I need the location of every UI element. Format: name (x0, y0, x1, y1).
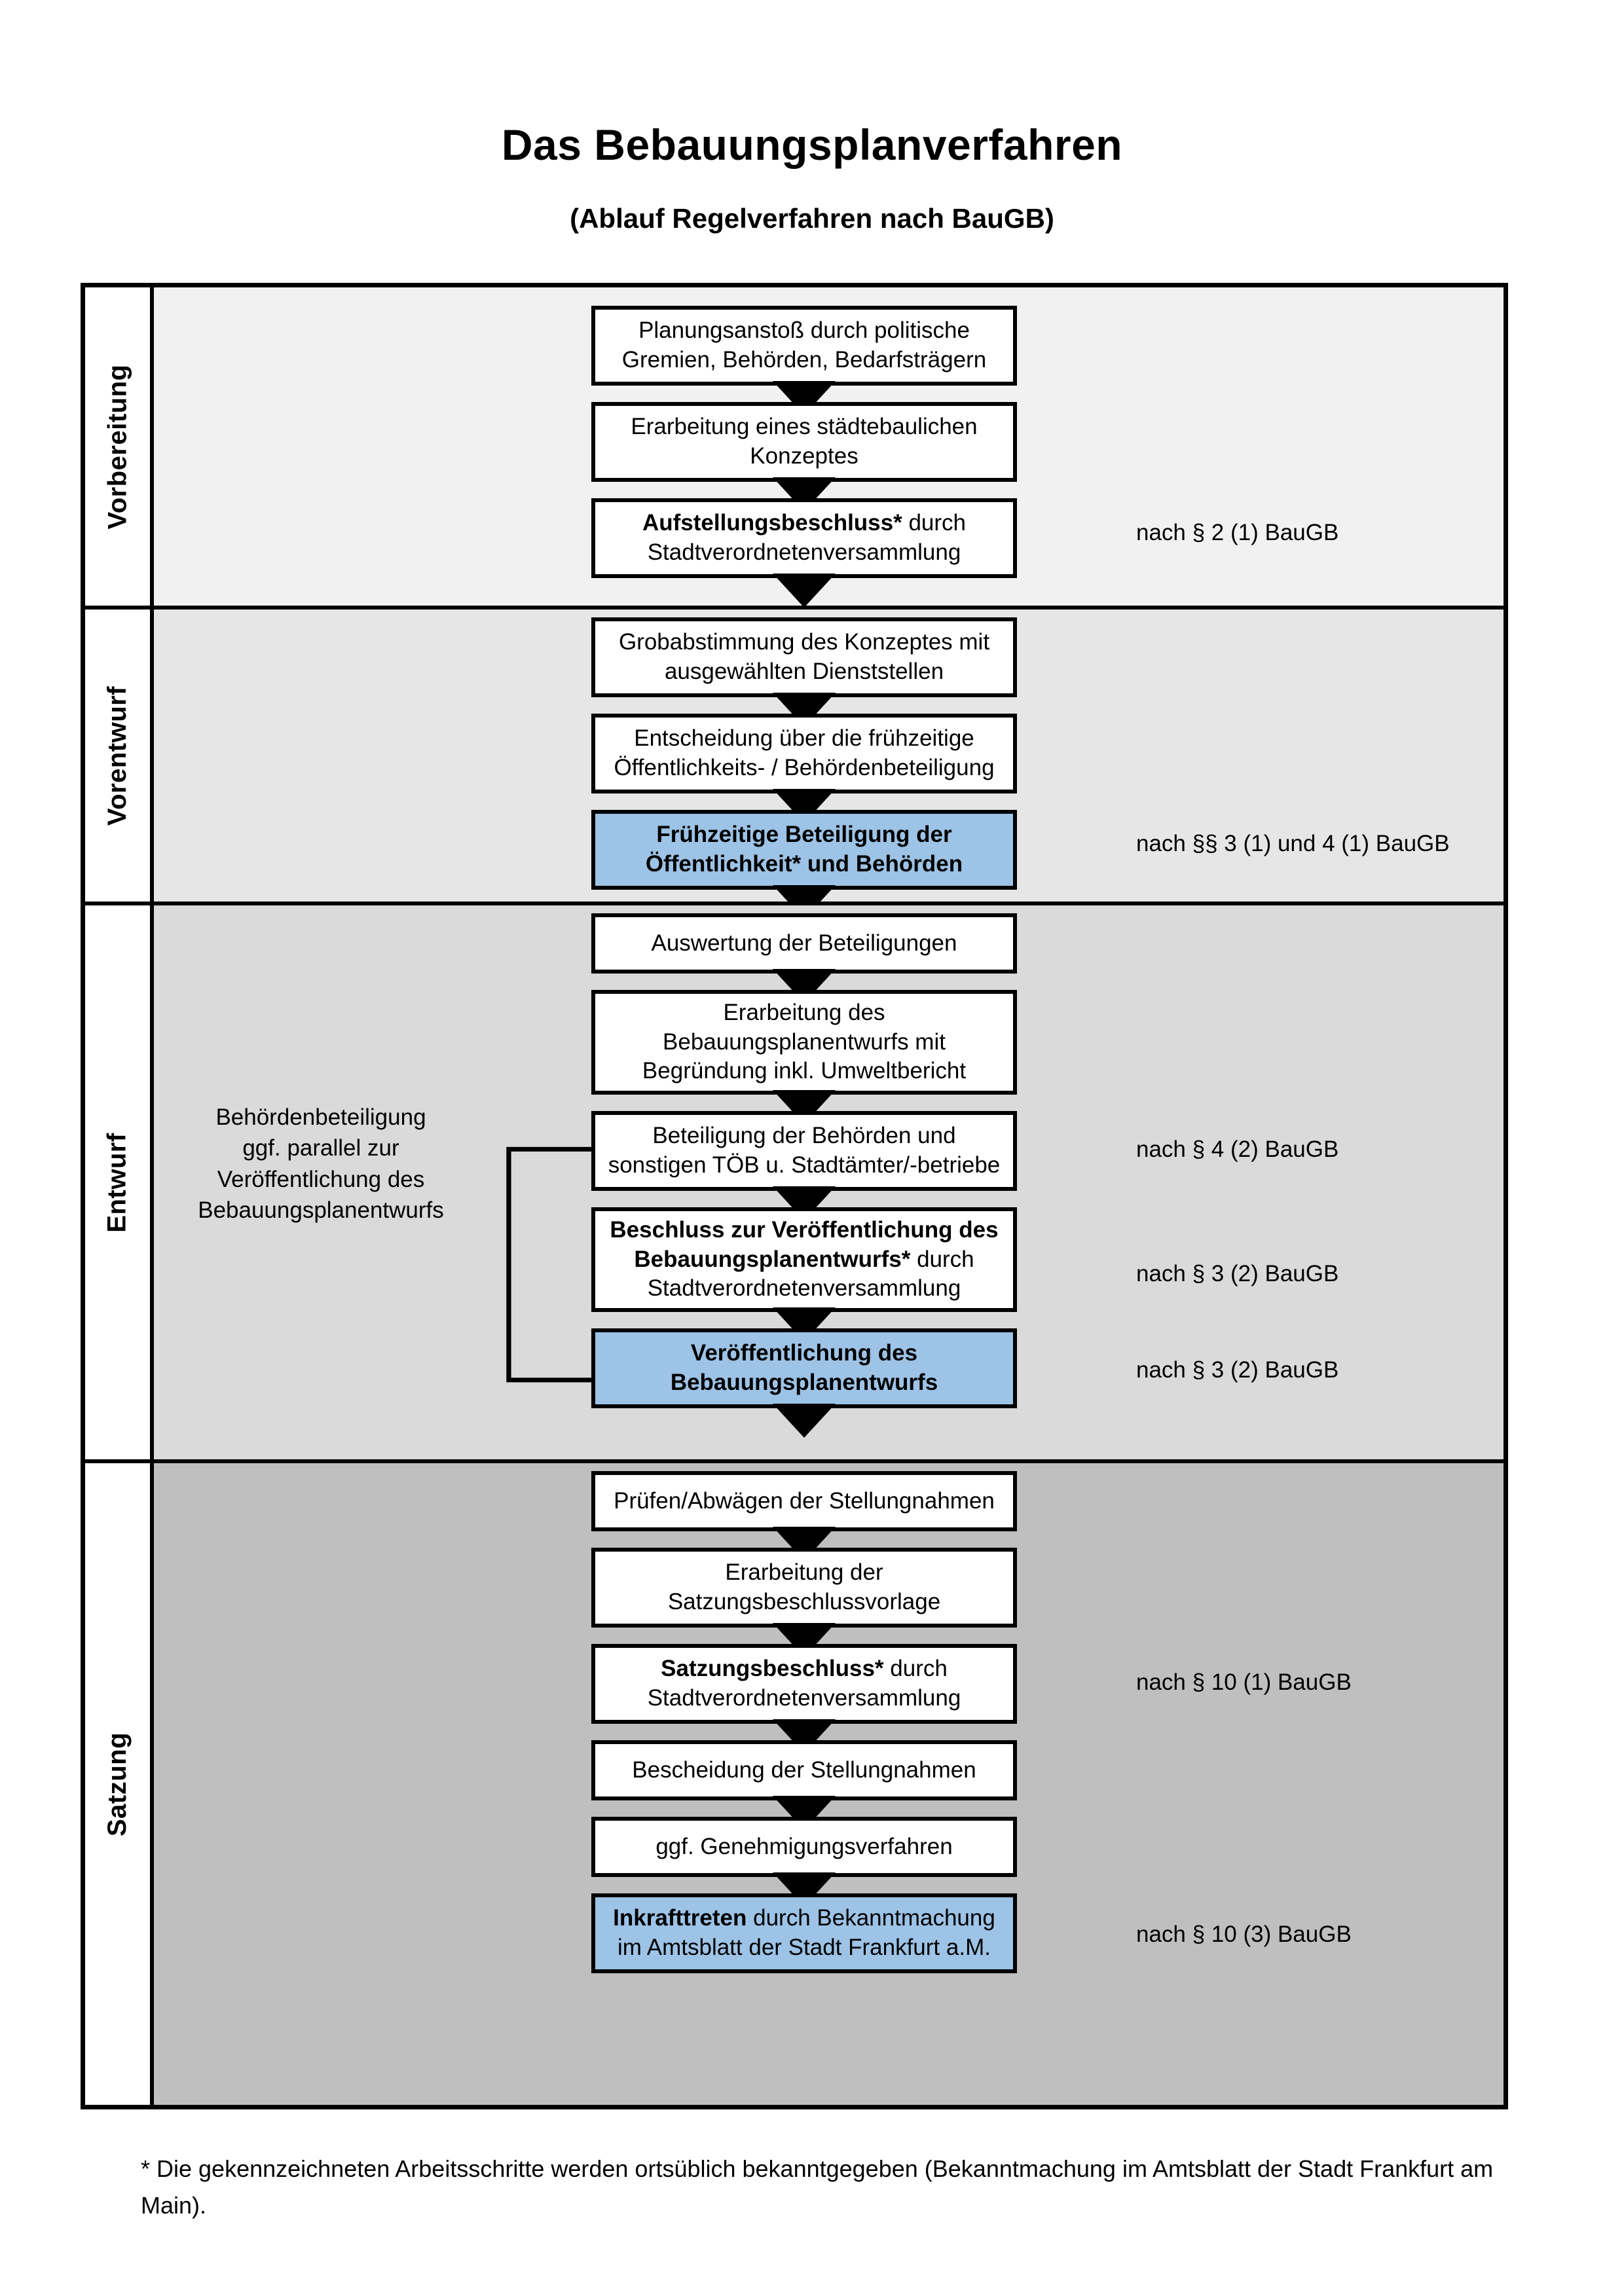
step-line-2: Gremien, Behörden, Bedarfsträgern (621, 347, 987, 373)
phase-row-entwurf: Entwurf Behördenbeteiligung ggf. paralle… (85, 905, 1504, 1463)
step-line-2: Stadtverordnetenversammlung (647, 539, 961, 565)
step-erarbeitung-bebauungsplanentwurf[interactable]: Erarbeitung des Bebauungsplanentwurfs mi… (591, 990, 1017, 1095)
phase-body-vorentwurf: Grobabstimmung des Konzeptes mit ausgewä… (154, 610, 1504, 919)
legal-ref-aufstellungsbeschluss: nach § 2 (1) BauGB (1136, 520, 1339, 545)
step-line-1: Prüfen/Abwägen der Stellungnahmen (614, 1487, 995, 1514)
step-line-1: Grobabstimmung des Konzeptes mit (618, 629, 990, 655)
side-note-line-4: Bebauungsplanentwurfs (198, 1197, 444, 1223)
step-staedtebauliches-konzept[interactable]: Erarbeitung eines städtebaulichen Konzep… (591, 402, 1017, 482)
arrow-down-icon (773, 1404, 836, 1438)
step-line-1: Erarbeitung eines städtebaulichen (631, 414, 978, 440)
step-line-1: Auswertung der Beteiligungen (651, 930, 957, 956)
step-beteiligung-behoerden-toeb[interactable]: Beteiligung der Behörden und sonstigen T… (591, 1111, 1017, 1191)
step-line-2: sonstigen TÖB u. Stadtämter/-betriebe (608, 1152, 1001, 1178)
step-line-1-rest: durch (883, 1656, 948, 1682)
phase-row-vorbereitung: Vorbereitung Planungsanstoß durch politi… (85, 287, 1504, 610)
step-aufstellungsbeschluss[interactable]: Aufstellungsbeschluss* durch Stadtverord… (591, 498, 1017, 578)
side-note-line-1: Behördenbeteiligung (215, 1104, 426, 1130)
step-line-1: Beschluss zur Veröffentlichung des (610, 1216, 999, 1243)
step-line-1: Entscheidung über die frühzeitige (634, 725, 974, 752)
phase-label-text: Entwurf (103, 1132, 132, 1233)
step-pruefen-abwaegen[interactable]: Prüfen/Abwägen der Stellungnahmen (591, 1471, 1017, 1531)
step-inkrafttreten[interactable]: Inkrafttreten durch Bekanntmachung im Am… (591, 1893, 1017, 1973)
step-line-3: Stadtverordnetenversammlung (647, 1275, 961, 1302)
footnote: * Die gekennzeichneten Arbeitsschritte w… (141, 2155, 1494, 2219)
step-line-2-rest: durch (910, 1246, 974, 1272)
phase-label-satzung: Satzung (85, 1463, 154, 2105)
step-line-1: Beteiligung der Behörden und (652, 1123, 956, 1149)
legal-ref-inkrafttreten: nach § 10 (3) BauGB (1136, 1922, 1352, 1947)
step-veroeffentlichung-entwurf[interactable]: Veröffentlichung des Bebauungsplanentwur… (591, 1328, 1017, 1408)
arrow-down-icon (773, 574, 836, 608)
step-line-1-bold: Inkrafttreten (613, 1905, 747, 1931)
phase-body-satzung: Prüfen/Abwägen der Stellungnahmen Erarbe… (154, 1463, 1504, 2105)
step-line-2: Stadtverordnetenversammlung (647, 1685, 961, 1711)
step-line-1-rest: durch Bekanntmachung (747, 1905, 995, 1931)
step-line-2: im Amtsblatt der Stadt Frankfurt a.M. (618, 1935, 991, 1960)
step-bescheidung-stellungnahmen[interactable]: Bescheidung der Stellungnahmen (591, 1740, 1017, 1800)
step-line-1-bold: Satzungsbeschluss* (661, 1656, 884, 1682)
side-note-line-3: Veröffentlichung des (217, 1166, 425, 1192)
side-note-behoerdenbeteiligung: Behördenbeteiligung ggf. parallel zur Ve… (167, 1102, 475, 1226)
step-satzungsbeschluss[interactable]: Satzungsbeschluss* durch Stadtverordnete… (591, 1644, 1017, 1724)
page-subtitle: (Ablauf Regelverfahren nach BauGB) (570, 202, 1054, 234)
step-line-1-rest: durch (902, 510, 967, 536)
step-line-1: Veröffentlichung des (690, 1340, 918, 1366)
step-grobabstimmung[interactable]: Grobabstimmung des Konzeptes mit ausgewä… (591, 617, 1017, 697)
step-line-1: Erarbeitung der (725, 1559, 883, 1586)
legal-ref-toeb: nach § 4 (2) BauGB (1136, 1137, 1339, 1162)
step-line-2: ausgewählten Dienststellen (664, 659, 944, 684)
phase-label-text: Vorentwurf (103, 685, 132, 826)
step-line-2: Satzungsbeschlussvorlage (667, 1589, 941, 1614)
title-block: Das Bebauungsplanverfahren (Ablauf Regel… (0, 121, 1624, 234)
step-entscheidung-fruehzeitige[interactable]: Entscheidung über die frühzeitige Öffent… (591, 714, 1017, 793)
step-line-1: ggf. Genehmigungsverfahren (655, 1833, 953, 1859)
step-line-1: Erarbeitung des (723, 999, 885, 1025)
phase-label-text: Satzung (103, 1732, 132, 1836)
step-line-2: Bebauungsplanentwurfs mit (663, 1029, 946, 1055)
legal-ref-fruehzeitige-beteiligung: nach §§ 3 (1) und 4 (1) BauGB (1136, 831, 1450, 856)
step-erarbeitung-satzungsbeschlussvorlage[interactable]: Erarbeitung der Satzungsbeschlussvorlage (591, 1548, 1017, 1628)
step-line-1: Planungsanstoß durch politische (638, 318, 970, 344)
phase-body-vorbereitung: Planungsanstoß durch politische Gremien,… (154, 287, 1504, 608)
step-line-2: Konzeptes (750, 443, 858, 469)
phase-row-vorentwurf: Vorentwurf Grobabstimmung des Konzeptes … (85, 610, 1504, 919)
step-line-3: Begründung inkl. Umweltbericht (642, 1058, 967, 1084)
step-line-1: Frühzeitige Beteiligung der (656, 822, 952, 848)
phase-label-text: Vorbereitung (103, 364, 132, 529)
phase-label-vorbereitung: Vorbereitung (85, 287, 154, 606)
phase-label-vorentwurf: Vorentwurf (85, 610, 154, 902)
step-line-1-bold: Aufstellungsbeschluss* (642, 510, 902, 536)
process-diagram: Vorbereitung Planungsanstoß durch politi… (81, 283, 1508, 2109)
step-auswertung-beteiligungen[interactable]: Auswertung der Beteiligungen (591, 913, 1017, 974)
step-line-1: Bescheidung der Stellungnahmen (632, 1757, 976, 1783)
step-line-2: Öffentlichkeit* und Behörden (645, 851, 963, 877)
step-line-2-bold: Bebauungsplanentwurfs* (634, 1246, 911, 1272)
legal-ref-satzungsbeschluss: nach § 10 (1) BauGB (1136, 1669, 1352, 1695)
legal-ref-veroeffentlichung: nach § 3 (2) BauGB (1136, 1357, 1339, 1383)
side-note-line-2: ggf. parallel zur (242, 1135, 399, 1161)
step-line-2: Öffentlichkeits- / Behördenbeteiligung (614, 755, 995, 780)
step-planungsanstoss[interactable]: Planungsanstoß durch politische Gremien,… (591, 306, 1017, 386)
step-beschluss-veroeffentlichung[interactable]: Beschluss zur Veröffentlichung des Bebau… (591, 1207, 1017, 1312)
phase-label-entwurf: Entwurf (85, 905, 154, 1459)
step-line-2: Bebauungsplanentwurfs (670, 1370, 938, 1395)
step-genehmigungsverfahren[interactable]: ggf. Genehmigungsverfahren (591, 1817, 1017, 1877)
page-title: Das Bebauungsplanverfahren (501, 120, 1123, 169)
phase-row-satzung: Satzung Prüfen/Abwägen der Stellungnahme… (85, 1463, 1504, 2105)
phase-body-entwurf: Behördenbeteiligung ggf. parallel zur Ve… (154, 905, 1504, 1459)
legal-ref-beschluss-veroeffentlichung: nach § 3 (2) BauGB (1136, 1261, 1339, 1286)
step-fruehzeitige-beteiligung[interactable]: Frühzeitige Beteiligung der Öffentlichke… (591, 810, 1017, 890)
